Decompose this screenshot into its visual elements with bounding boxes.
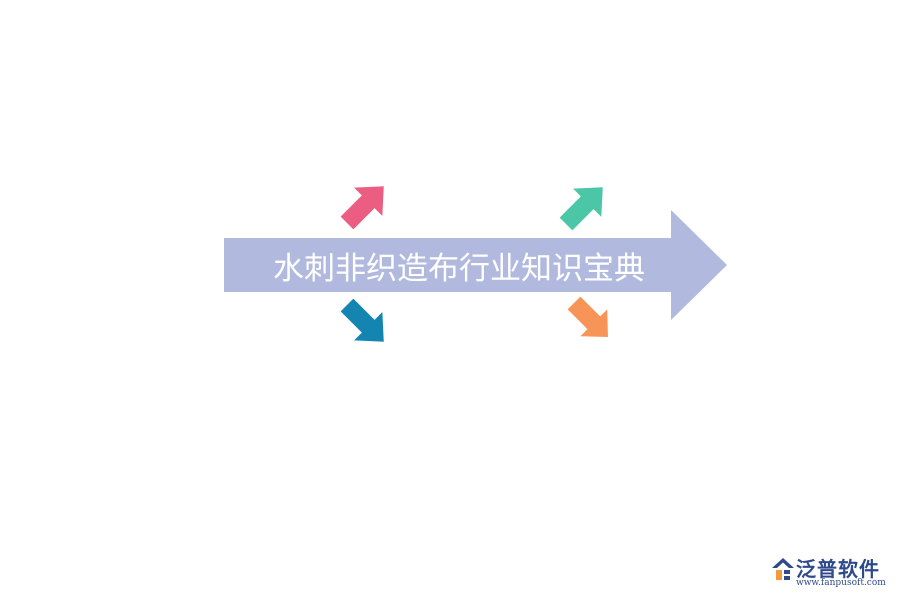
- fanpu-logo-icon: [772, 558, 794, 580]
- arrow-up-right-pink: [340, 186, 384, 230]
- brand-logo: 泛普软件 www.fanpusoft.com: [770, 553, 892, 593]
- logo-name: 泛普软件: [796, 557, 880, 581]
- diagram-title: 水刺非织造布行业知识宝典: [273, 250, 645, 287]
- arrow-up-right-teal: [559, 187, 603, 231]
- main-arrow: [224, 210, 727, 320]
- arrow-down-right-orange: [567, 296, 608, 337]
- arrow-down-right-blue: [340, 298, 384, 342]
- logo-url: www.fanpusoft.com: [796, 578, 886, 588]
